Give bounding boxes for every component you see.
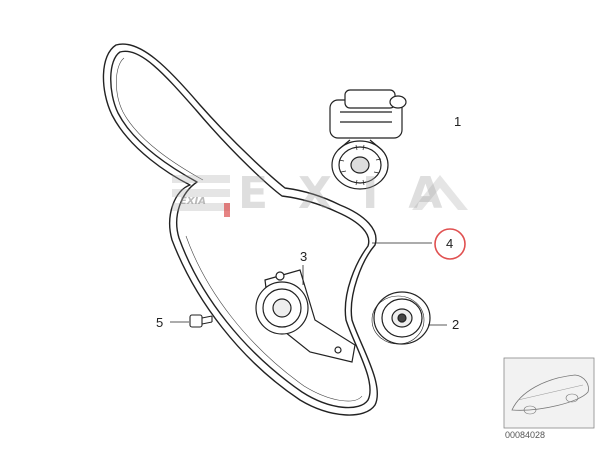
highlight-circle — [434, 228, 466, 260]
car-thumbnail — [503, 357, 595, 429]
idler-pulley — [371, 291, 431, 345]
callout-item-5: 5 — [156, 315, 164, 330]
leader-lines — [170, 242, 447, 326]
bolt — [189, 314, 213, 328]
callout-item-3: 3 — [300, 249, 308, 264]
watermark-accent — [224, 203, 230, 217]
watermark-small-logo: EXIA — [180, 196, 207, 207]
tensioner-pulley-teeth — [338, 144, 382, 186]
watermark-shapes — [172, 175, 468, 211]
watermark-logo: EXIA — [238, 168, 473, 219]
serpentine-belt — [102, 43, 378, 416]
thumbnail-ref-code: 00084028 — [505, 430, 546, 440]
callout-item-2: 2 — [452, 317, 460, 332]
callout-item-4: 4 — [446, 236, 454, 251]
belt-tensioner-assembly — [329, 89, 407, 190]
callout-item-1: 1 — [454, 114, 462, 129]
belt-ribs — [116, 57, 363, 402]
deflection-pulley-bracket — [255, 269, 356, 363]
